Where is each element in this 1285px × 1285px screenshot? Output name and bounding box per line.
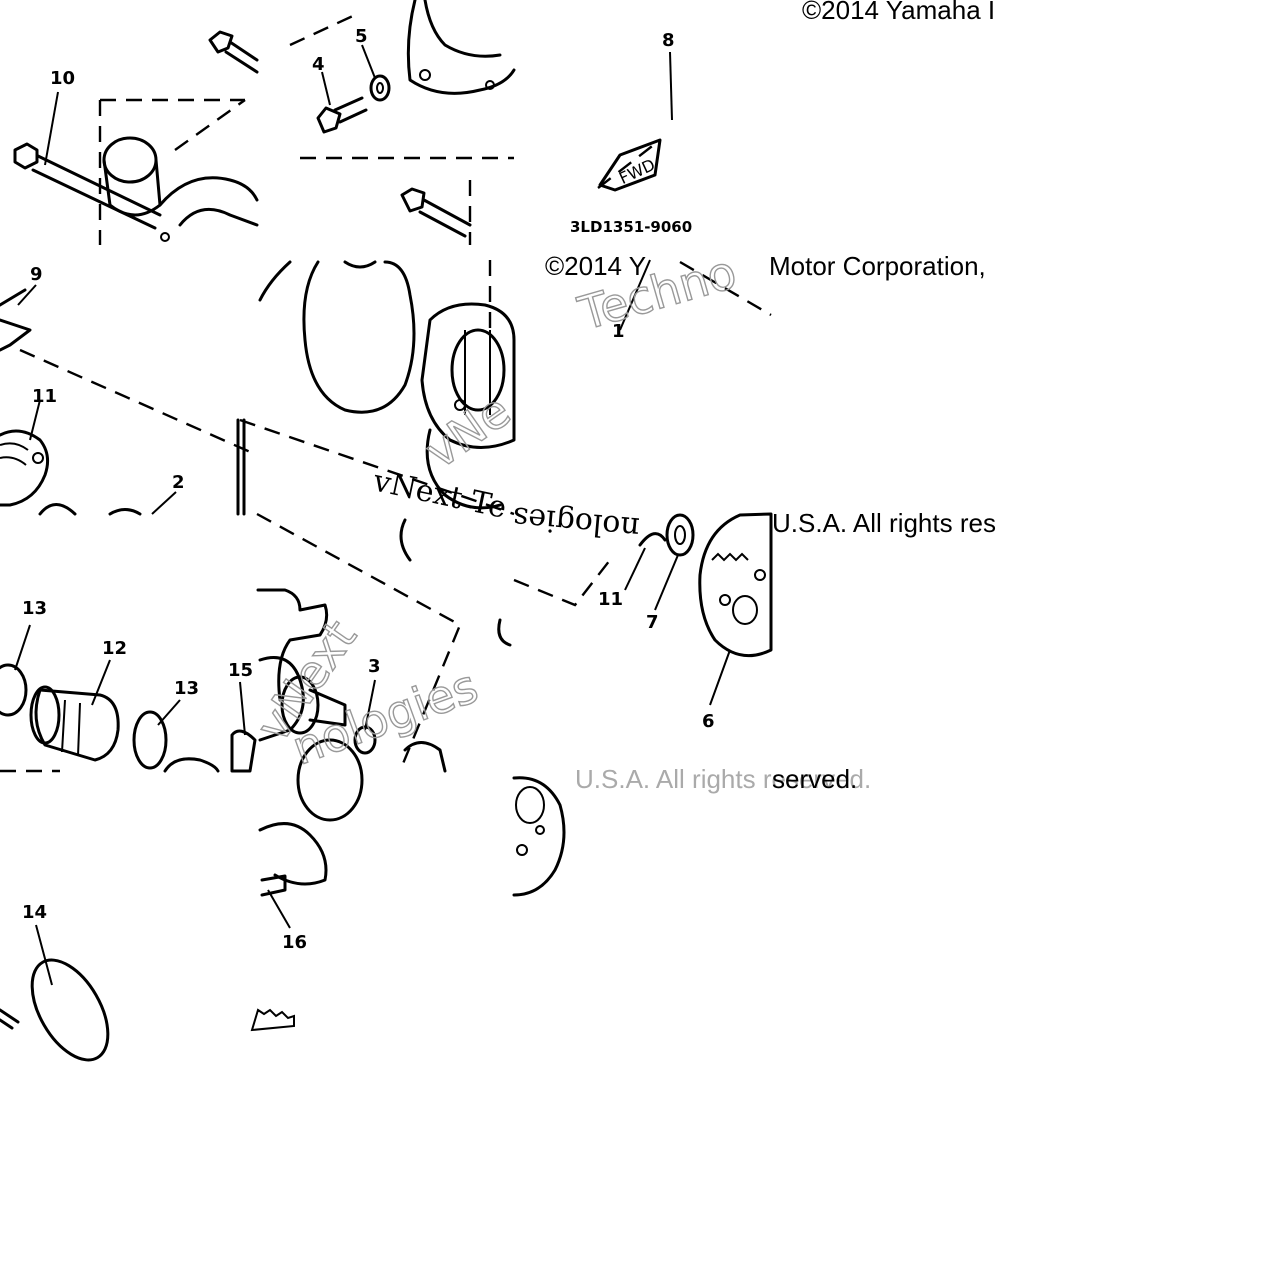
callout-3: 3 bbox=[368, 656, 381, 677]
tile-top-right bbox=[597, 138, 662, 192]
tile-bottom-center bbox=[250, 738, 364, 1032]
callout-12: 12 bbox=[102, 638, 127, 659]
callout-14: 14 bbox=[22, 902, 47, 923]
callout-16: 16 bbox=[282, 932, 307, 953]
tile-mid-center bbox=[236, 260, 516, 516]
tile-top-left bbox=[13, 30, 259, 245]
callout-11-upper: 11 bbox=[32, 386, 57, 407]
copyright-fragment-2: ©2014 Y bbox=[545, 251, 647, 281]
callout-10: 10 bbox=[50, 68, 75, 89]
callout-13-right: 13 bbox=[174, 678, 199, 699]
watermark-vnext-te: vNext Te bbox=[369, 463, 509, 525]
callout-9: 9 bbox=[30, 264, 43, 285]
copyright-fragment-6: served. bbox=[772, 764, 858, 794]
tile-lower-left bbox=[0, 663, 220, 773]
callout-labels: 10 5 4 8 9 11 2 1 13 12 13 15 3 11 7 6 1… bbox=[22, 26, 715, 953]
copyright-fragment-5: U.S.A. All rights reserved. bbox=[575, 764, 872, 794]
copyright-fragment-3: Motor Corporation, bbox=[769, 251, 986, 281]
callout-13-left: 13 bbox=[22, 598, 47, 619]
watermarks: Techno vNext Te vNe nologies vNext nolog… bbox=[245, 244, 743, 776]
tile-bottom-right bbox=[512, 776, 566, 897]
callout-4: 4 bbox=[312, 54, 325, 75]
callout-11-lower: 11 bbox=[598, 589, 623, 610]
part-number-code: 3LD1351-9060 bbox=[570, 218, 692, 236]
tile-bottom-left bbox=[0, 958, 110, 1062]
callout-6: 6 bbox=[702, 711, 715, 732]
copyright-fragment-1: ©2014 Yamaha I bbox=[802, 0, 996, 25]
callout-7: 7 bbox=[646, 612, 659, 633]
tile-top-center bbox=[289, 0, 516, 245]
watermark-nologies-mid: nologies bbox=[511, 499, 641, 545]
callout-8: 8 bbox=[662, 30, 675, 51]
callout-15: 15 bbox=[228, 660, 253, 681]
tile-mid-left bbox=[0, 288, 258, 516]
callout-leaders bbox=[14, 44, 731, 986]
tile-mid-right bbox=[619, 259, 772, 331]
callout-1: 1 bbox=[612, 321, 625, 342]
copyright-fragment-4: U.S.A. All rights res bbox=[772, 508, 996, 538]
callout-2: 2 bbox=[172, 472, 185, 493]
watermark-vne: vNe bbox=[415, 383, 520, 479]
callout-5: 5 bbox=[355, 26, 368, 47]
tile-lower-right bbox=[513, 512, 773, 658]
tile-lower-center bbox=[230, 512, 512, 773]
